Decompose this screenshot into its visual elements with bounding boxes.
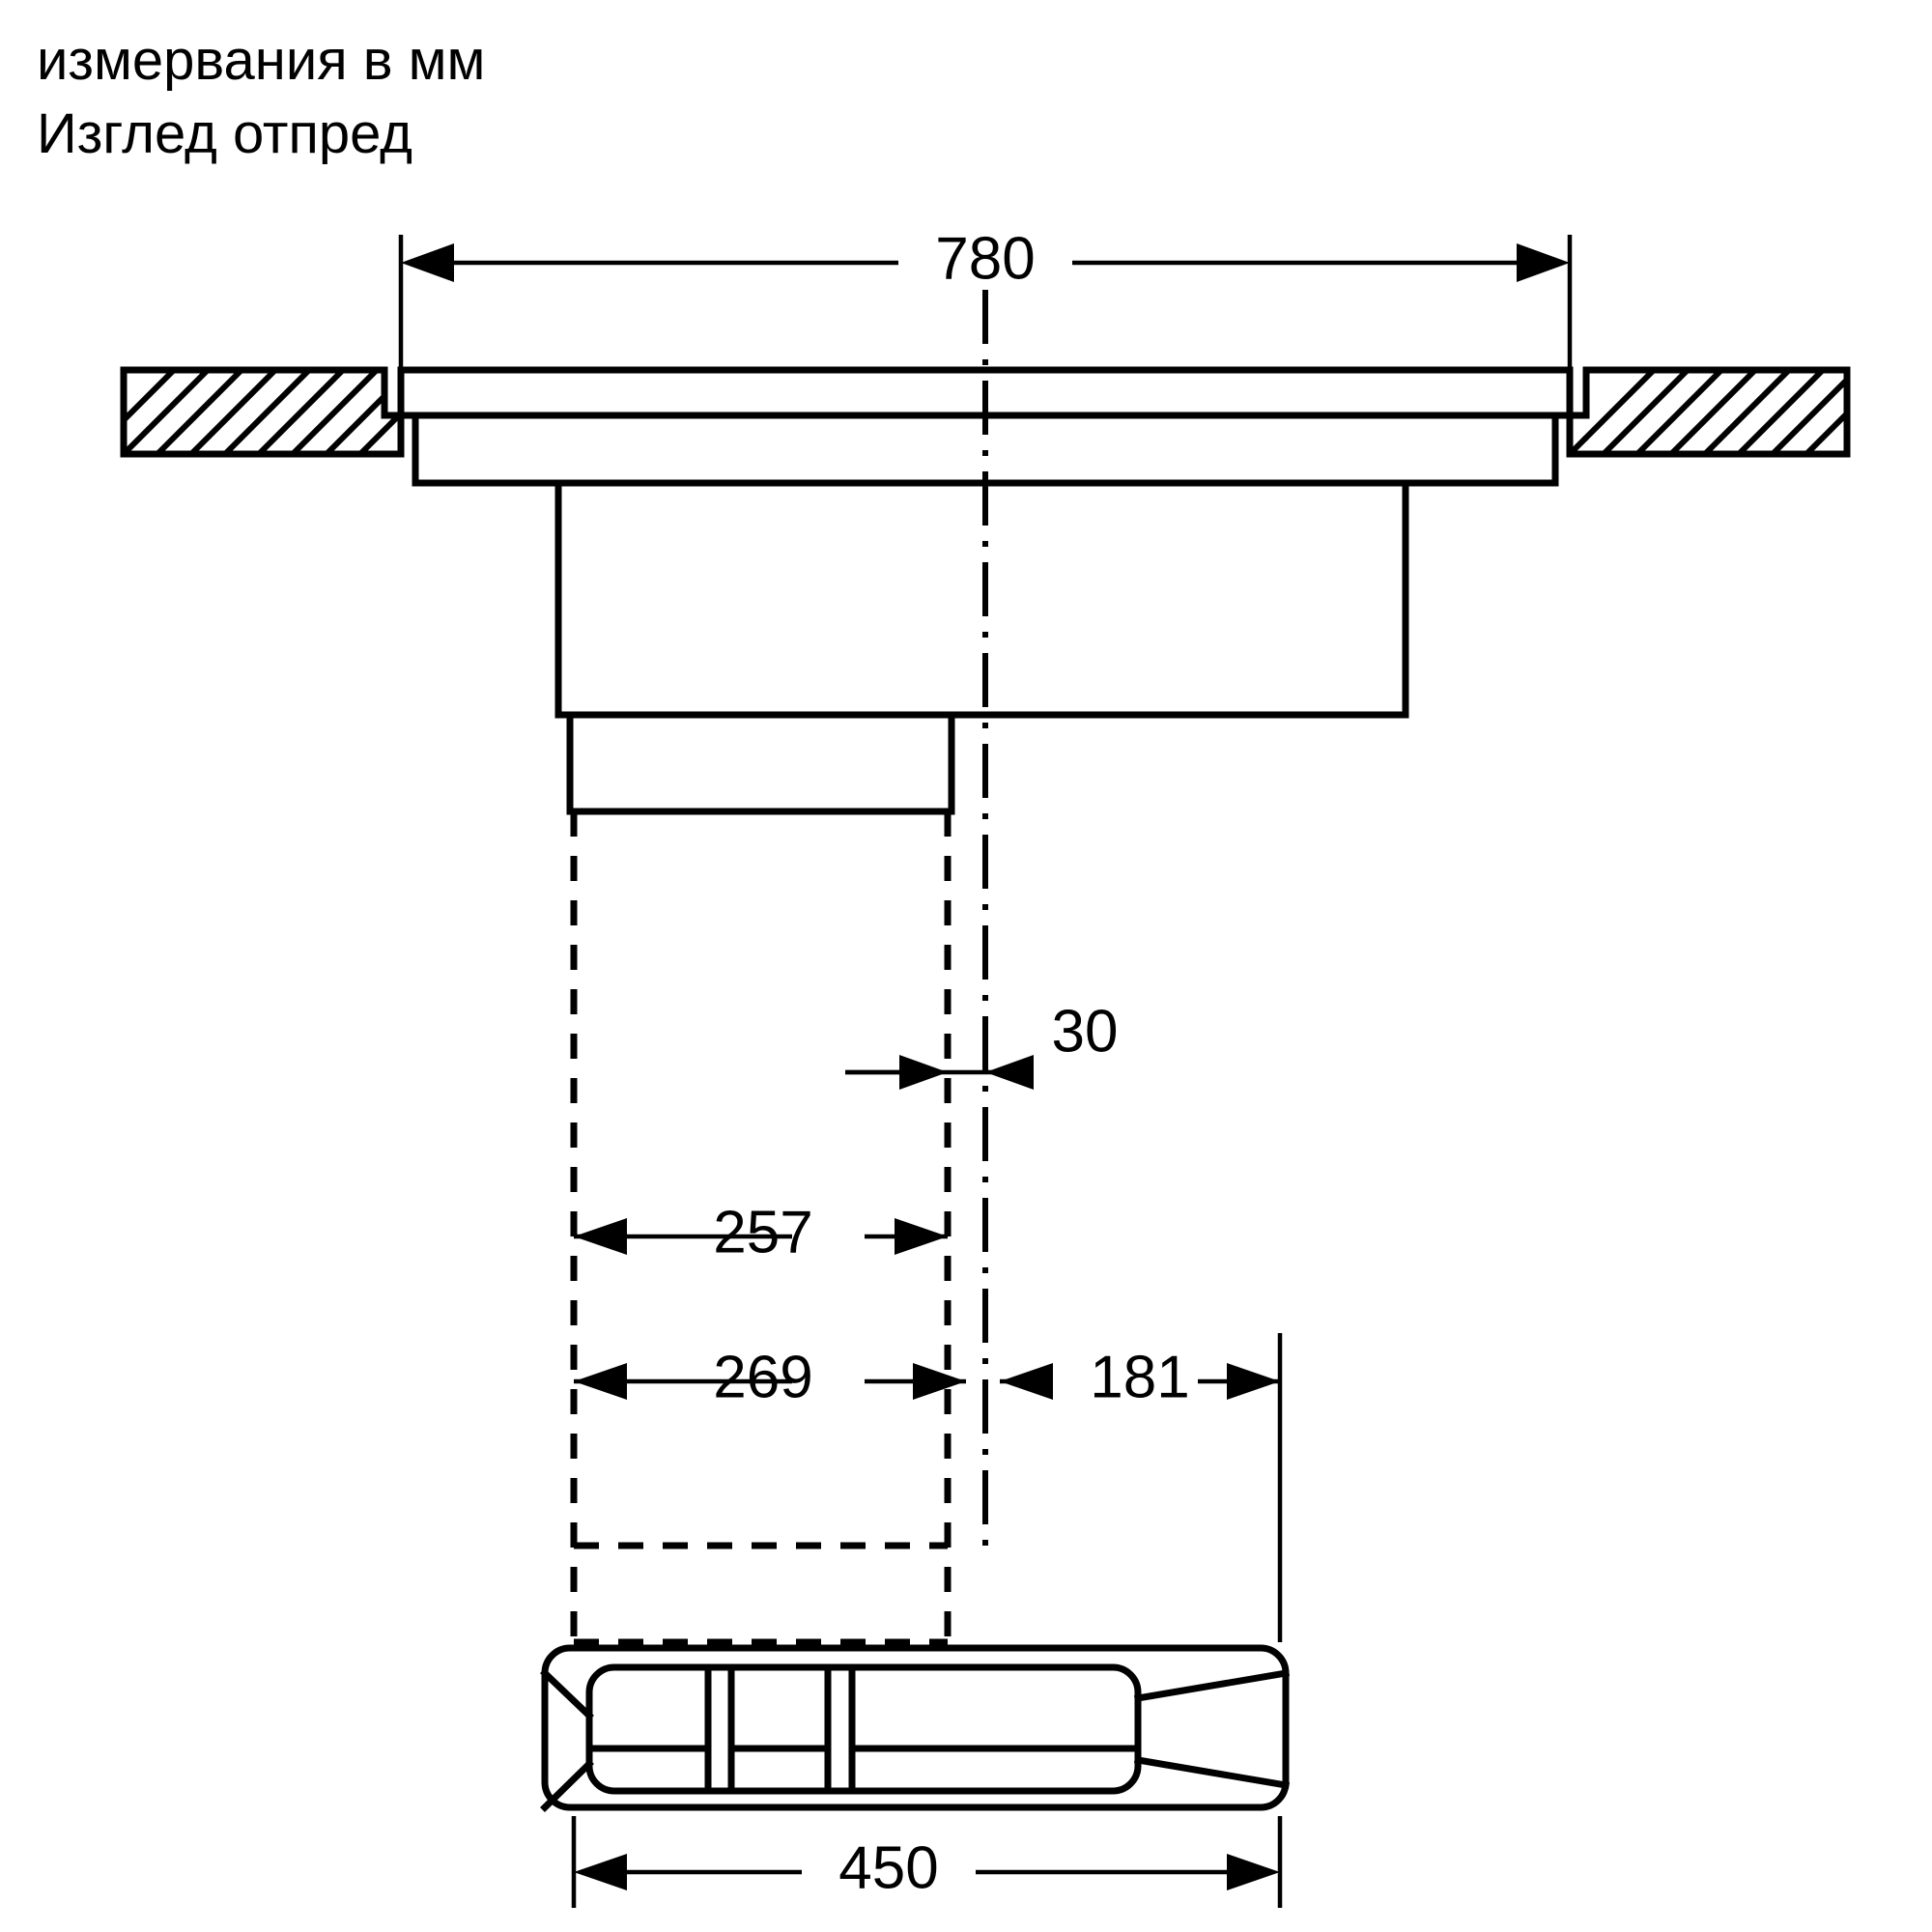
hob-glass-plate bbox=[397, 366, 1574, 419]
motor-unit bbox=[540, 1644, 1291, 1812]
worktop-cutout-left bbox=[120, 366, 405, 458]
dimension-257: 257 bbox=[574, 1199, 948, 1265]
hatch-lines-right bbox=[1567, 367, 1850, 457]
dimension-label-181: 181 bbox=[1090, 1344, 1189, 1410]
dimension-label-450: 450 bbox=[838, 1834, 938, 1901]
dimension-label-257: 257 bbox=[713, 1199, 812, 1265]
units-caption: измервания в мм bbox=[37, 29, 486, 92]
worktop-cutout-right bbox=[1566, 366, 1851, 458]
dimension-450: 450 bbox=[571, 1816, 1283, 1908]
dimension-269: 269 bbox=[574, 1344, 966, 1410]
dimension-label-269: 269 bbox=[713, 1344, 812, 1410]
hob-body bbox=[412, 412, 1559, 719]
dimension-label-30: 30 bbox=[1052, 998, 1119, 1065]
duct-shaft bbox=[570, 811, 952, 1646]
view-caption: Изглед отпред bbox=[37, 102, 412, 165]
dimension-30: 30 bbox=[845, 998, 1118, 1090]
dimension-181: 181 bbox=[1000, 1333, 1283, 1642]
hatch-lines-left bbox=[121, 367, 402, 457]
dimension-label-780: 780 bbox=[935, 225, 1035, 292]
dimension-780: 780 bbox=[398, 225, 1573, 386]
duct-collar bbox=[566, 711, 955, 815]
